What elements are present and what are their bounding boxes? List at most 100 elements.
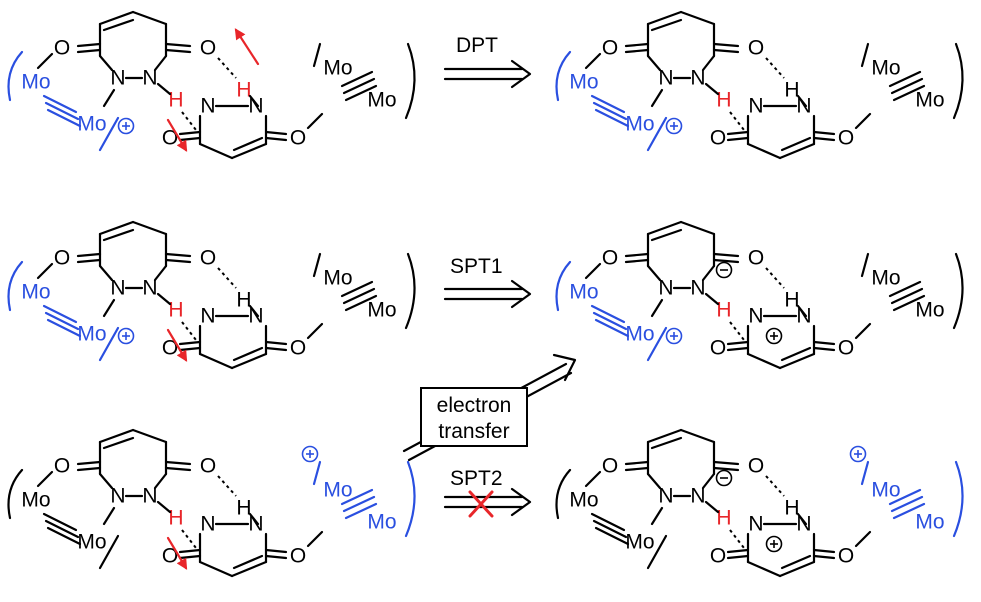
mo-atom-label: Mo bbox=[569, 489, 598, 512]
bond-line bbox=[264, 554, 288, 560]
quadruple-bond-line bbox=[590, 94, 626, 114]
carbonyl-oxygen-label: O bbox=[838, 545, 854, 568]
bond-line bbox=[102, 506, 116, 526]
bond-line bbox=[624, 258, 650, 264]
quadruple-bond-line bbox=[888, 280, 922, 298]
bond-line bbox=[712, 48, 740, 54]
quadruple-bond-line bbox=[44, 311, 80, 331]
bond-line bbox=[726, 130, 750, 136]
bond-line bbox=[230, 142, 268, 160]
quadruple-bond-line bbox=[890, 77, 924, 95]
quadruple-bond-line bbox=[592, 311, 628, 331]
hydrogen-label: H bbox=[784, 497, 799, 520]
quadruple-bond-line bbox=[344, 84, 378, 102]
bond-line bbox=[102, 228, 135, 242]
mo-atom-label: Mo bbox=[21, 489, 50, 512]
bracket-line bbox=[952, 252, 964, 330]
bond-line bbox=[164, 42, 192, 48]
bond-line bbox=[153, 472, 168, 490]
nitrogen-label: N bbox=[200, 513, 215, 536]
bond-line bbox=[198, 142, 234, 160]
hydrogen-label: H bbox=[236, 497, 251, 520]
mo-atom-label: Mo bbox=[77, 531, 106, 554]
positive-charge-icon bbox=[665, 327, 683, 345]
hydrogen-bond-line bbox=[765, 267, 785, 289]
mo-atom-label: Mo bbox=[625, 113, 654, 136]
quadruple-bond-line bbox=[592, 519, 628, 539]
bond-line bbox=[812, 554, 836, 560]
quadruple-bond-line bbox=[590, 512, 626, 532]
bond-line bbox=[76, 252, 102, 258]
hydrogen-label: H bbox=[716, 89, 731, 112]
bond-line bbox=[98, 10, 135, 26]
et-label-line1: electron bbox=[437, 394, 512, 417]
carbonyl-oxygen-label: O bbox=[200, 37, 216, 60]
dpt-label: DPT bbox=[456, 34, 498, 57]
bond-line bbox=[812, 130, 836, 136]
bond-line bbox=[726, 136, 750, 142]
bond-line bbox=[156, 292, 172, 306]
bond-line bbox=[178, 130, 202, 136]
quadruple-bond-line bbox=[594, 108, 630, 128]
bond-line bbox=[812, 136, 836, 142]
bond-line bbox=[153, 54, 168, 72]
bond-line bbox=[812, 346, 836, 352]
hydrogen-bond-line bbox=[765, 57, 785, 79]
bond-line bbox=[650, 228, 683, 242]
bond-line bbox=[712, 42, 740, 48]
bond-line bbox=[646, 54, 662, 72]
quadruple-bond-line bbox=[592, 101, 628, 121]
mo-atom-label: Mo bbox=[323, 479, 352, 502]
electron-transfer-box bbox=[420, 387, 528, 447]
bond-line bbox=[98, 220, 135, 236]
bracket-line bbox=[312, 42, 322, 68]
hydrogen-bond-line bbox=[217, 57, 237, 79]
bond-line bbox=[76, 460, 102, 466]
bond-line bbox=[102, 298, 116, 318]
quadruple-bond-line bbox=[344, 294, 378, 312]
bond-line bbox=[76, 258, 102, 264]
bracket-line bbox=[952, 42, 964, 120]
nitrogen-label: N bbox=[748, 95, 763, 118]
positive-charge-icon bbox=[301, 445, 319, 463]
proton-transfer-arrow-icon bbox=[234, 28, 260, 66]
bond-line bbox=[796, 512, 808, 526]
bond-line bbox=[650, 18, 683, 32]
carbonyl-oxygen-label: O bbox=[602, 455, 618, 478]
hydrogen-label: H bbox=[236, 79, 251, 102]
bond-line bbox=[704, 82, 720, 96]
bracket-line bbox=[404, 460, 416, 538]
hydrogen-bond-line bbox=[729, 111, 745, 131]
negative-charge-icon bbox=[715, 469, 733, 487]
mo-atom-label: Mo bbox=[871, 479, 900, 502]
nitrogen-label: N bbox=[690, 485, 705, 508]
mo-atom-label: Mo bbox=[569, 71, 598, 94]
quadruple-bond-line bbox=[342, 495, 376, 513]
bond-line bbox=[679, 10, 716, 26]
carbonyl-oxygen-label: O bbox=[290, 545, 306, 568]
carbonyl-oxygen-label: O bbox=[602, 247, 618, 270]
nitrogen-label: N bbox=[690, 67, 705, 90]
hydrogen-label: H bbox=[716, 507, 731, 530]
bond-line bbox=[178, 136, 202, 142]
bond-line bbox=[646, 264, 662, 282]
hydrogen-bond-line bbox=[765, 475, 785, 497]
bond-line bbox=[153, 264, 168, 282]
bond-line bbox=[624, 252, 650, 258]
nitrogen-label: N bbox=[748, 305, 763, 328]
carbonyl-oxygen-label: O bbox=[602, 37, 618, 60]
bracket-line bbox=[555, 468, 572, 520]
bond-line bbox=[131, 10, 168, 26]
mo-atom-label: Mo bbox=[77, 113, 106, 136]
bracket-line bbox=[7, 468, 24, 520]
hydrogen-label: H bbox=[784, 79, 799, 102]
bond-line bbox=[796, 94, 808, 108]
bracket-line bbox=[555, 260, 572, 312]
bond-line bbox=[646, 220, 683, 236]
carbonyl-oxygen-label: O bbox=[200, 455, 216, 478]
bond-line bbox=[701, 264, 716, 282]
hydrogen-label: H bbox=[784, 289, 799, 312]
bond-line bbox=[230, 352, 268, 370]
carbonyl-oxygen-label: O bbox=[710, 545, 726, 568]
